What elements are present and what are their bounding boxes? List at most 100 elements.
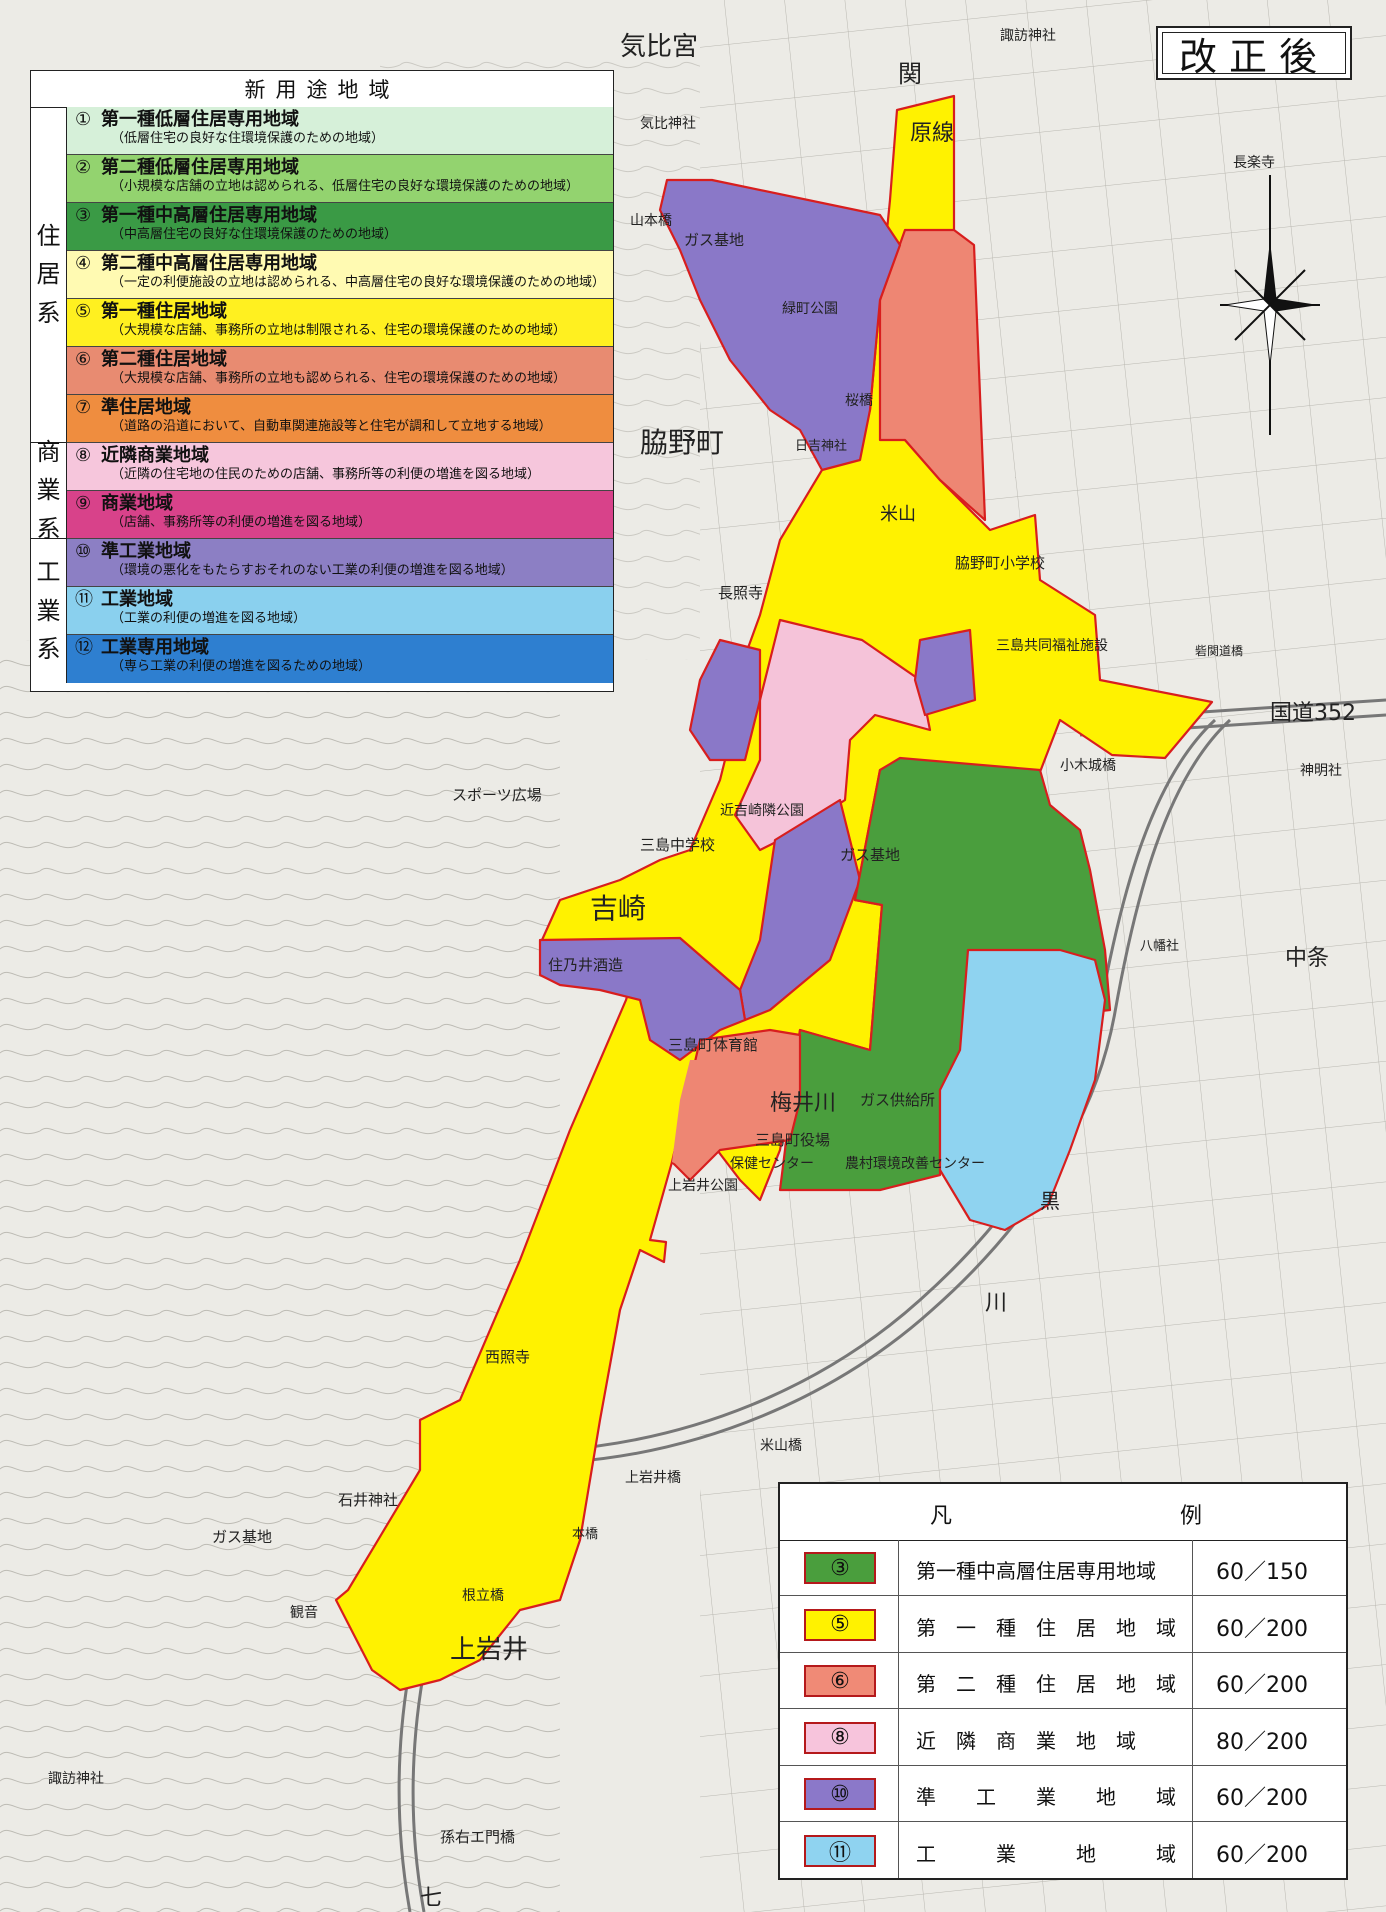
zoning-group-label: 商業系 bbox=[31, 438, 67, 543]
label-kamiiwaibashi: 上岩井橋 bbox=[625, 1470, 681, 1486]
zone-purple-mid bbox=[688, 638, 762, 762]
zone-salmon-north bbox=[878, 228, 987, 522]
label-suwajinja2: 諏訪神社 bbox=[48, 1771, 104, 1787]
label-mishimafukushi: 三島共同福祉施設 bbox=[996, 638, 1108, 654]
label-hiyoshijinja: 日吉神社 bbox=[795, 438, 847, 454]
label-gaskichi3: ガス基地 bbox=[212, 1528, 272, 1546]
zoning-item-label: 準工業地域 bbox=[101, 541, 191, 562]
label-noson: 農村環境改善センター bbox=[845, 1156, 985, 1172]
legend-ratio: 60／200 bbox=[1216, 1616, 1308, 1642]
north-arrow-icon bbox=[1220, 175, 1320, 435]
legend-ratio: 60／200 bbox=[1216, 1842, 1308, 1868]
label-gaskichi2: ガス基地 bbox=[840, 846, 900, 864]
label-kamiiwai: 上岩井 bbox=[450, 1635, 528, 1665]
label-harasen: 原線 bbox=[910, 121, 954, 146]
label-choshoji: 長照寺 bbox=[718, 584, 763, 602]
zoning-item-number: ⑤ bbox=[75, 301, 92, 322]
zoning-item-label: 第一種中高層住居専用地域 bbox=[101, 205, 317, 226]
label-gaskichi: ガス基地 bbox=[684, 231, 744, 249]
label-nedachibashi: 根立橋 bbox=[462, 1588, 504, 1604]
legend-head-left: 凡 bbox=[930, 1504, 953, 1529]
zoning-item-description: （一定の利便施設の立地は認められる、中高層住宅の良好な環境保護のための地域） bbox=[111, 275, 606, 290]
legend-swatch: ⑥ bbox=[804, 1665, 876, 1697]
label-magoemonbashi: 孫右エ門橋 bbox=[440, 1828, 515, 1846]
zoning-item-description: （専ら工業の利便の増進を図るための地域） bbox=[111, 659, 372, 674]
legend-zone-name: 工 業 地 域 bbox=[916, 1841, 1176, 1866]
legend-swatch: ⑧ bbox=[804, 1721, 876, 1754]
zone-purple-north bbox=[658, 178, 902, 472]
zoning-item-label: 商業地域 bbox=[101, 493, 173, 514]
legend-zone-name: 第一種中高層住居専用地域 bbox=[916, 1559, 1156, 1583]
label-chourakuji: 長楽寺 bbox=[1233, 155, 1275, 171]
label-kokudo: 国道352 bbox=[1270, 701, 1356, 726]
zoning-group-label: 住居系 bbox=[31, 107, 67, 443]
label-toukanmichibashi: 砦関道橋 bbox=[1195, 643, 1243, 658]
label-midorimachikoen: 緑町公園 bbox=[782, 301, 838, 317]
label-gaskyokyu: ガス供給所 bbox=[860, 1091, 935, 1109]
zone-purple-west bbox=[538, 936, 747, 1062]
legend-ratio: 60／150 bbox=[1216, 1560, 1308, 1585]
label-kuro: 黒 bbox=[1040, 1189, 1060, 1213]
zoning-item-label: 近隣商業地域 bbox=[101, 445, 209, 466]
label-yakuba: 三島町役場 bbox=[755, 1131, 830, 1149]
zoning-item-name: ⑨ 商業地域 bbox=[75, 494, 613, 514]
label-suwajinja: 諏訪神社 bbox=[1000, 28, 1056, 44]
label-kehijinja: 気比神社 bbox=[640, 116, 696, 132]
zoning-item-name: ⑩ 準工業地域 bbox=[75, 542, 613, 562]
zoning-item-description: （中高層住宅の良好な住環境保護のための地域） bbox=[111, 227, 398, 242]
legend-zone-name: 近 隣 商 業 地 域 bbox=[916, 1728, 1136, 1753]
zoning-item-number: ⑨ bbox=[75, 493, 92, 514]
label-taiikukan: 三島町体育館 bbox=[668, 1036, 758, 1054]
legend-ratio: 60／200 bbox=[1216, 1673, 1308, 1698]
label-honbashi: 本橋 bbox=[572, 1527, 598, 1542]
zoning-item-label: 第一種低層住居専用地域 bbox=[101, 109, 299, 130]
zoning-item-label: 第二種低層住居専用地域 bbox=[101, 157, 299, 178]
label-hoken: 保健センター bbox=[730, 1156, 814, 1172]
zoning-item-description: （大規模な店舗、事務所の立地も認められる、住宅の環境保護のための地域） bbox=[111, 371, 567, 386]
zoning-item-label: 工業地域 bbox=[101, 589, 173, 610]
zoning-item-label: 第二種中高層住居専用地域 bbox=[101, 253, 317, 274]
label-yamamotobashi: 山本橋 bbox=[630, 213, 672, 229]
label-sumino: 住乃井酒造 bbox=[548, 956, 623, 974]
zone-purple-centre bbox=[738, 798, 862, 1022]
label-nakajo: 中条 bbox=[1285, 946, 1329, 971]
zoning-item-description: （大規模な店舗、事務所の立地は制限される、住宅の環境保護のための地域） bbox=[111, 323, 567, 338]
map-legend-header: 凡 例 bbox=[780, 1484, 1346, 1541]
label-wakinoshogakko: 脇野町小学校 bbox=[955, 554, 1045, 572]
zoning-item-number: ⑩ bbox=[75, 541, 92, 562]
label-hachimansha: 八幡社 bbox=[1140, 938, 1179, 954]
title-stamp: 改正後 bbox=[1156, 26, 1352, 80]
zoning-item-name: ② 第二種低層住居専用地域 bbox=[75, 158, 613, 178]
zoning-item-label: 第二種住居地域 bbox=[101, 349, 227, 370]
legend-zone-name: 第 二 種 住 居 地 域 bbox=[916, 1672, 1176, 1696]
label-mishimachugakko: 三島中学校 bbox=[640, 836, 715, 854]
map-labels: 気比宮 気比神社 諏訪神社 長楽寺 関 原線 山本橋 ガス基地 緑町公園 脇野町… bbox=[48, 28, 1356, 1911]
zoning-item-number: ② bbox=[75, 157, 92, 178]
title-stamp-text: 改正後 bbox=[1178, 34, 1329, 79]
zoning-item-label: 工業専用地域 bbox=[101, 637, 209, 658]
label-sakurabashi: 桜橋 bbox=[845, 393, 873, 409]
label-iwaijinja: 石井神社 bbox=[338, 1491, 398, 1509]
legend-zone-name: 準 工 業 地 域 bbox=[916, 1785, 1176, 1809]
zoning-item-description: （工業の利便の増進を図る地域） bbox=[111, 611, 307, 626]
label-yoshizakikoen: 近吉崎隣公園 bbox=[720, 803, 804, 819]
label-shinmeisha: 神明社 bbox=[1300, 763, 1342, 779]
